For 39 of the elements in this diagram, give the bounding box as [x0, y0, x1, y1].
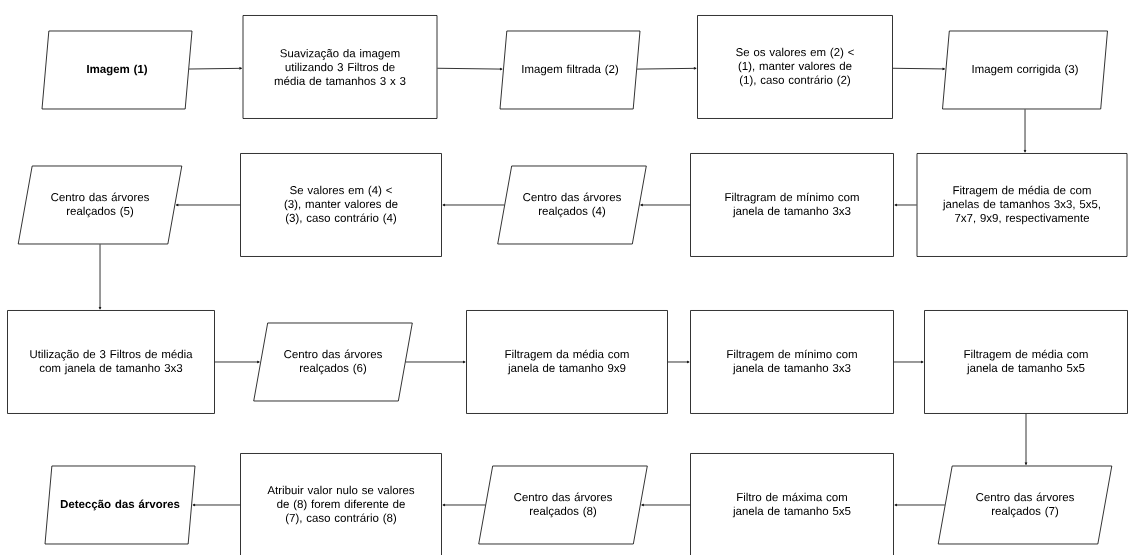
process-box: Filtragram de mínimo com janela de tamanho 3x3: [690, 153, 894, 257]
process-box: Fitragem de média de com janelas de tamanhos 3x3, 5x5, 7x7, 9x9, respectivamente: [916, 153, 1128, 257]
process-box: Filtragem da média com janela de tamanho 9x9: [466, 310, 668, 414]
process-box: Atribuir valor nulo se valores de (8) forem diferente de (7), caso contrário (8): [240, 453, 442, 555]
data-parallelogram: Detecção das árvores: [44, 465, 196, 545]
arrow: [1023, 109, 1027, 153]
arrow: [892, 67, 946, 71]
arrow: [894, 203, 917, 207]
process-box: Se valores em (4) < (3), manter valores de (3), caso contrário (4): [240, 153, 442, 257]
data-parallelogram: Centro das árvores realçados (5): [17, 165, 183, 245]
arrow: [192, 503, 241, 507]
data-parallelogram: Imagem corrigida (3): [942, 30, 1108, 110]
data-parallelogram: Imagem (1): [41, 30, 193, 110]
arrow: [1024, 413, 1028, 466]
arrow: [214, 360, 260, 364]
data-parallelogram: Centro das árvores realçados (6): [253, 322, 413, 402]
process-box: Utilização de 3 Filtros de média com janela de tamanho 3x3: [7, 310, 215, 414]
arrow: [893, 360, 924, 364]
arrow: [641, 503, 691, 507]
arrow: [175, 203, 241, 207]
process-box: Filtro de máxima com janela de tamanho 5x5: [690, 453, 894, 555]
process-box: Filtragem de mínimo com janela de tamanho 3x3: [690, 310, 894, 414]
arrow: [437, 67, 503, 71]
arrow: [98, 244, 102, 310]
arrow: [640, 203, 691, 207]
process-box: Filtragem de média com janela de tamanho 5x5: [924, 310, 1128, 414]
arrow: [636, 67, 697, 70]
arrow: [188, 67, 243, 70]
data-parallelogram: Imagem filtrada (2): [499, 30, 641, 110]
data-parallelogram: Centro das árvores realçados (4): [497, 165, 647, 245]
arrow: [405, 360, 466, 364]
arrow: [442, 503, 486, 507]
process-box: Se os valores em (2) < (1), manter valores de (1), caso contrário (2): [697, 15, 893, 119]
arrow: [442, 203, 505, 207]
data-parallelogram: Centro das árvores realçados (7): [937, 465, 1113, 545]
arrow: [894, 503, 946, 507]
process-box: Suavização da imagem utilizando 3 Filtros de média de tamanhos 3 x 3: [242, 15, 438, 119]
arrow: [667, 360, 690, 364]
data-parallelogram: Centro das árvores realçados (8): [478, 465, 648, 545]
